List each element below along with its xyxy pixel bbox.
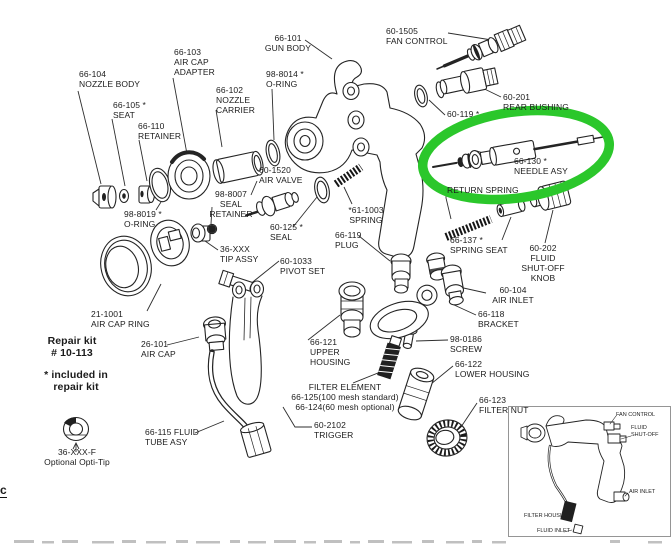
part-seal-retainer-dot: [206, 223, 218, 235]
inset-label-air-inlet: AIR INLET: [629, 489, 656, 495]
label-screw: 98-0186 SCREW: [450, 334, 483, 354]
label-upper-housing: 66-121 UPPER HOUSING: [310, 337, 351, 367]
label-seat: 66-105 * SEAT: [113, 100, 146, 120]
part-air-cap-ring: [100, 235, 152, 297]
cropped-edge-text: c: [0, 483, 7, 498]
label-air-valve: 60-1520 AIR VALVE: [259, 165, 303, 185]
label-bracket: 66-118 BRACKET: [478, 309, 519, 329]
part-fan-control: [436, 24, 527, 70]
label-air-cap: 26-101 AIR CAP: [141, 339, 176, 359]
part-rear-bushing: [435, 67, 499, 99]
inset-label-fan-control: FAN CONTROL: [616, 412, 656, 418]
label-fan-control: 60-1505 FAN CONTROL: [386, 26, 448, 46]
label-nozzle-body: 66-104 NOZZLE BODY: [79, 69, 141, 89]
cropped-text-line: [14, 540, 662, 544]
part-needle-asy: [432, 134, 609, 170]
part-opti-tip: [62, 416, 90, 442]
label-opti-tip: 36-XXX-F Optional Opti-Tip: [44, 447, 110, 467]
part-filter-element: [377, 335, 403, 380]
part-spring-61-1003: [333, 163, 364, 188]
part-air-cap-adapter: [167, 150, 211, 200]
label-fluid-tube-asy: 66-115 FLUID TUBE ASY: [145, 427, 199, 447]
note-repair-kit: Repair kit # 10-113: [47, 335, 97, 359]
part-fluid-tube-asy: [202, 316, 272, 458]
part-nozzle-body: [92, 185, 117, 209]
label-rear-bushing: 60-201 REAR BUSHING: [503, 92, 569, 112]
part-filter-nut: [426, 419, 468, 457]
part-bracket: [369, 284, 438, 340]
part-seal-60-125: [314, 176, 330, 204]
label-spring-61-1003: *61-1003 SPRING: [348, 205, 384, 225]
part-seal-60-119: [414, 84, 428, 108]
label-o-ring-98-8019: 98-8019 * O-RING: [124, 209, 162, 229]
label-retainer: 66-110 RETAINER: [138, 121, 182, 141]
part-air-cap-assembly: [150, 219, 190, 267]
label-filter-nut: 66-123 FILTER NUT: [479, 395, 529, 415]
inset-label-filter-housing: FILTER HOUSING: [524, 513, 570, 519]
label-gun-body: 66-101 GUN BODY: [264, 33, 312, 53]
label-needle-asy: 66-130 * NEEDLE ASY: [514, 156, 568, 176]
part-seat-washer: [118, 188, 130, 204]
label-seal-retainer: 98-8007 SEAL RETAINER: [209, 189, 253, 219]
label-trigger: 60-2102 TRIGGER: [314, 420, 354, 440]
label-nozzle-carrier: 66-102 NOZZLE CARRIER: [216, 85, 255, 115]
label-air-inlet: 60-104 AIR INLET: [492, 285, 534, 305]
label-air-cap-adapter: 66-103 AIR CAP ADAPTER: [174, 47, 215, 77]
label-spring-seat: 66-137 * SPRING SEAT: [450, 235, 508, 255]
part-air-valve: [245, 191, 299, 217]
part-upper-housing: [338, 281, 366, 338]
part-o-ring-98-8019: [148, 167, 172, 203]
note-included-in-repair-kit: * included in repair kit: [44, 369, 108, 393]
inset-label-fluid-inlet: FLUID INLET: [537, 528, 571, 534]
part-plug: [390, 253, 412, 294]
highlight-ellipse: [417, 105, 615, 205]
label-seal-60-119: 60-119 *: [447, 109, 480, 119]
label-air-cap-ring: 21-1001 AIR CAP RING: [91, 309, 150, 329]
part-tip-assy: [190, 223, 211, 243]
label-plug: 66-119 PLUG: [335, 230, 362, 250]
label-pivot-set: 60-1033 PIVOT SET: [280, 256, 326, 276]
label-filter-element: FILTER ELEMENT 66-125(100 mesh standard)…: [291, 382, 399, 412]
part-air-inlet-fittings: [426, 252, 465, 306]
label-fluid-shut-off-knob: 60-202 FLUID SHUT-OFF KNOB: [521, 243, 565, 283]
label-o-ring-98-8014: 98-8014 * O-RING: [266, 69, 304, 89]
inset-label-fluid-shut-off: FLUID SHUT-OFF: [631, 425, 659, 438]
part-nozzle-carrier: [212, 150, 264, 184]
part-gun-body: [284, 60, 426, 259]
part-lower-housing: [397, 367, 435, 421]
part-return-spring: [444, 215, 493, 241]
label-return-spring: RETURN SPRING: [447, 185, 519, 195]
label-tip-assy: 36-XXX TIP ASSY: [220, 244, 259, 264]
part-o-ring-98-8014: [265, 139, 281, 167]
part-trigger: [228, 280, 265, 405]
label-seal-60-125: 60-125 * SEAL: [270, 222, 303, 242]
label-lower-housing: 66-122 LOWER HOUSING: [455, 359, 530, 379]
